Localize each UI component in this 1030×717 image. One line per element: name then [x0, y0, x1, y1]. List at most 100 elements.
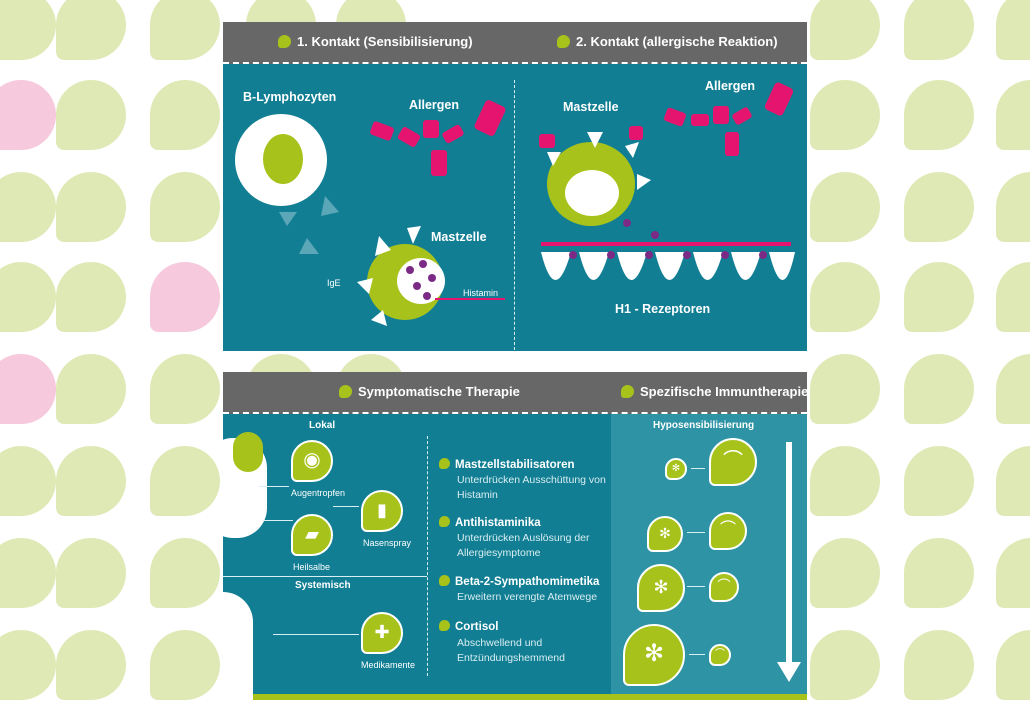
therapy-desc: Abschwellend und Entzündungshemmend	[457, 637, 565, 664]
ointment-icon: ▰	[291, 514, 333, 556]
background-icon-tile	[0, 262, 56, 332]
leaf-icon	[621, 385, 634, 398]
background-icon-tile	[150, 172, 220, 242]
background-icon-tile	[0, 630, 56, 700]
torso-illustration	[223, 592, 253, 700]
background-icon-tile	[150, 354, 220, 424]
leaf-icon	[278, 35, 291, 48]
allergen-label-left: Allergen	[409, 98, 460, 112]
therapy-divider	[427, 436, 428, 676]
background-icon-tile	[996, 262, 1030, 332]
background-icon-tile	[996, 172, 1030, 242]
background-icon-tile	[810, 446, 880, 516]
mastzelle-label-right: Mastzelle	[563, 100, 619, 114]
allergy-mechanism-panel: 1. Kontakt (Sensibilisierung) 2. Kontakt…	[223, 22, 807, 351]
mastzelle-receptors-left	[357, 226, 421, 326]
header-second-contact: 2. Kontakt (allergische Reaktion)	[557, 22, 778, 62]
ige-antibodies	[279, 196, 339, 254]
medication-icon: ✚	[361, 612, 403, 654]
histamin-granule	[428, 274, 436, 282]
background-icon-tile	[904, 630, 974, 700]
background-icon-tile	[56, 262, 126, 332]
connector-line	[687, 532, 705, 533]
nasal-spray-icon: ▮	[361, 490, 403, 532]
header-specific: Spezifische Immuntherapie	[621, 372, 807, 412]
pollen-icon: ✻	[665, 458, 687, 480]
background-icon-tile	[996, 0, 1030, 60]
connector-line	[689, 654, 705, 655]
nose-icon: ⌒	[709, 512, 747, 550]
lokal-label: Lokal	[309, 420, 336, 431]
connector-line	[687, 586, 705, 587]
background-icon-tile	[810, 80, 880, 150]
mastzelle-nucleus-right	[565, 170, 619, 216]
histamin-granule	[406, 266, 414, 274]
systemisch-label: Systemisch	[295, 580, 351, 591]
pollen-icon: ✻	[647, 516, 683, 552]
augentropfen-label: Augentropfen	[291, 488, 346, 498]
background-icon-tile	[810, 538, 880, 608]
background-icon-tile	[150, 262, 220, 332]
background-icon-tile	[904, 172, 974, 242]
background-icon-tile	[810, 0, 880, 60]
connector-line	[263, 520, 293, 521]
background-icon-tile	[150, 80, 220, 150]
b-lymphocyte-nucleus	[263, 134, 303, 184]
background-icon-tile	[0, 446, 56, 516]
background-icon-tile	[56, 630, 126, 700]
therapy-title: Beta-2-Sympathomimetika	[439, 575, 599, 588]
background-icon-tile	[996, 630, 1030, 700]
background-icon-tile	[810, 354, 880, 424]
therapy-desc: Unterdrücken Auslösung der Allergiesympt…	[457, 532, 590, 559]
leaf-icon	[439, 620, 450, 631]
background-icon-tile	[150, 630, 220, 700]
therapy-desc: Erweitern verengte Atemwege	[457, 591, 598, 603]
mastzelle-label-left: Mastzelle	[431, 230, 487, 244]
background-icon-tile	[996, 354, 1030, 424]
connector-line	[333, 506, 359, 507]
background-icon-tile	[904, 0, 974, 60]
leaf-icon	[557, 35, 570, 48]
header-symptomatic: Symptomatische Therapie	[339, 372, 520, 412]
pollen-icon: ✻	[623, 624, 685, 686]
background-icon-tile	[56, 354, 126, 424]
section-separator	[223, 576, 427, 577]
background-icon-tile	[810, 630, 880, 700]
background-icon-tile	[904, 262, 974, 332]
background-icon-tile	[0, 538, 56, 608]
hyposensibilisierung-label: Hyposensibilisierung	[653, 420, 755, 431]
header-bar	[223, 372, 807, 414]
background-icon-tile	[56, 80, 126, 150]
ige-label: IgE	[327, 278, 341, 288]
footer-stripe	[223, 694, 807, 700]
background-icon-tile	[150, 446, 220, 516]
background-icon-tile	[904, 80, 974, 150]
nose-icon: ⌒	[709, 572, 739, 602]
connector-line	[691, 468, 705, 469]
background-icon-tile	[0, 0, 56, 60]
allergen-label-right: Allergen	[705, 79, 756, 93]
receptor-membrane	[541, 242, 791, 246]
header-bar	[223, 22, 807, 64]
background-icon-tile	[904, 538, 974, 608]
therapy-desc: Unterdrücken Ausschüttung von Histamin	[457, 474, 606, 501]
background-icon-tile	[0, 172, 56, 242]
leaf-icon	[339, 385, 352, 398]
background-icon-tile	[150, 0, 220, 60]
therapy-panel: Symptomatische Therapie Spezifische Immu…	[223, 372, 807, 700]
h1-rezeptoren-label: H1 - Rezeptoren	[615, 302, 711, 316]
background-icon-tile	[150, 538, 220, 608]
connector-line	[273, 634, 359, 635]
panel-divider	[514, 80, 515, 350]
h1-receptor-row	[541, 251, 795, 280]
therapy-title: Mastzellstabilisatoren	[439, 458, 575, 471]
histamin-pointer-line	[435, 298, 505, 300]
background-icon-tile	[996, 446, 1030, 516]
background-icon-tile	[996, 538, 1030, 608]
b-lymphozyten-label: B-Lymphozyten	[243, 90, 337, 104]
nose-icon: ⌒	[709, 644, 731, 666]
header-first-contact: 1. Kontakt (Sensibilisierung)	[278, 22, 473, 62]
heilsalbe-label: Heilsalbe	[293, 562, 331, 572]
histamin-granule	[419, 260, 427, 268]
hair-illustration	[233, 432, 263, 472]
